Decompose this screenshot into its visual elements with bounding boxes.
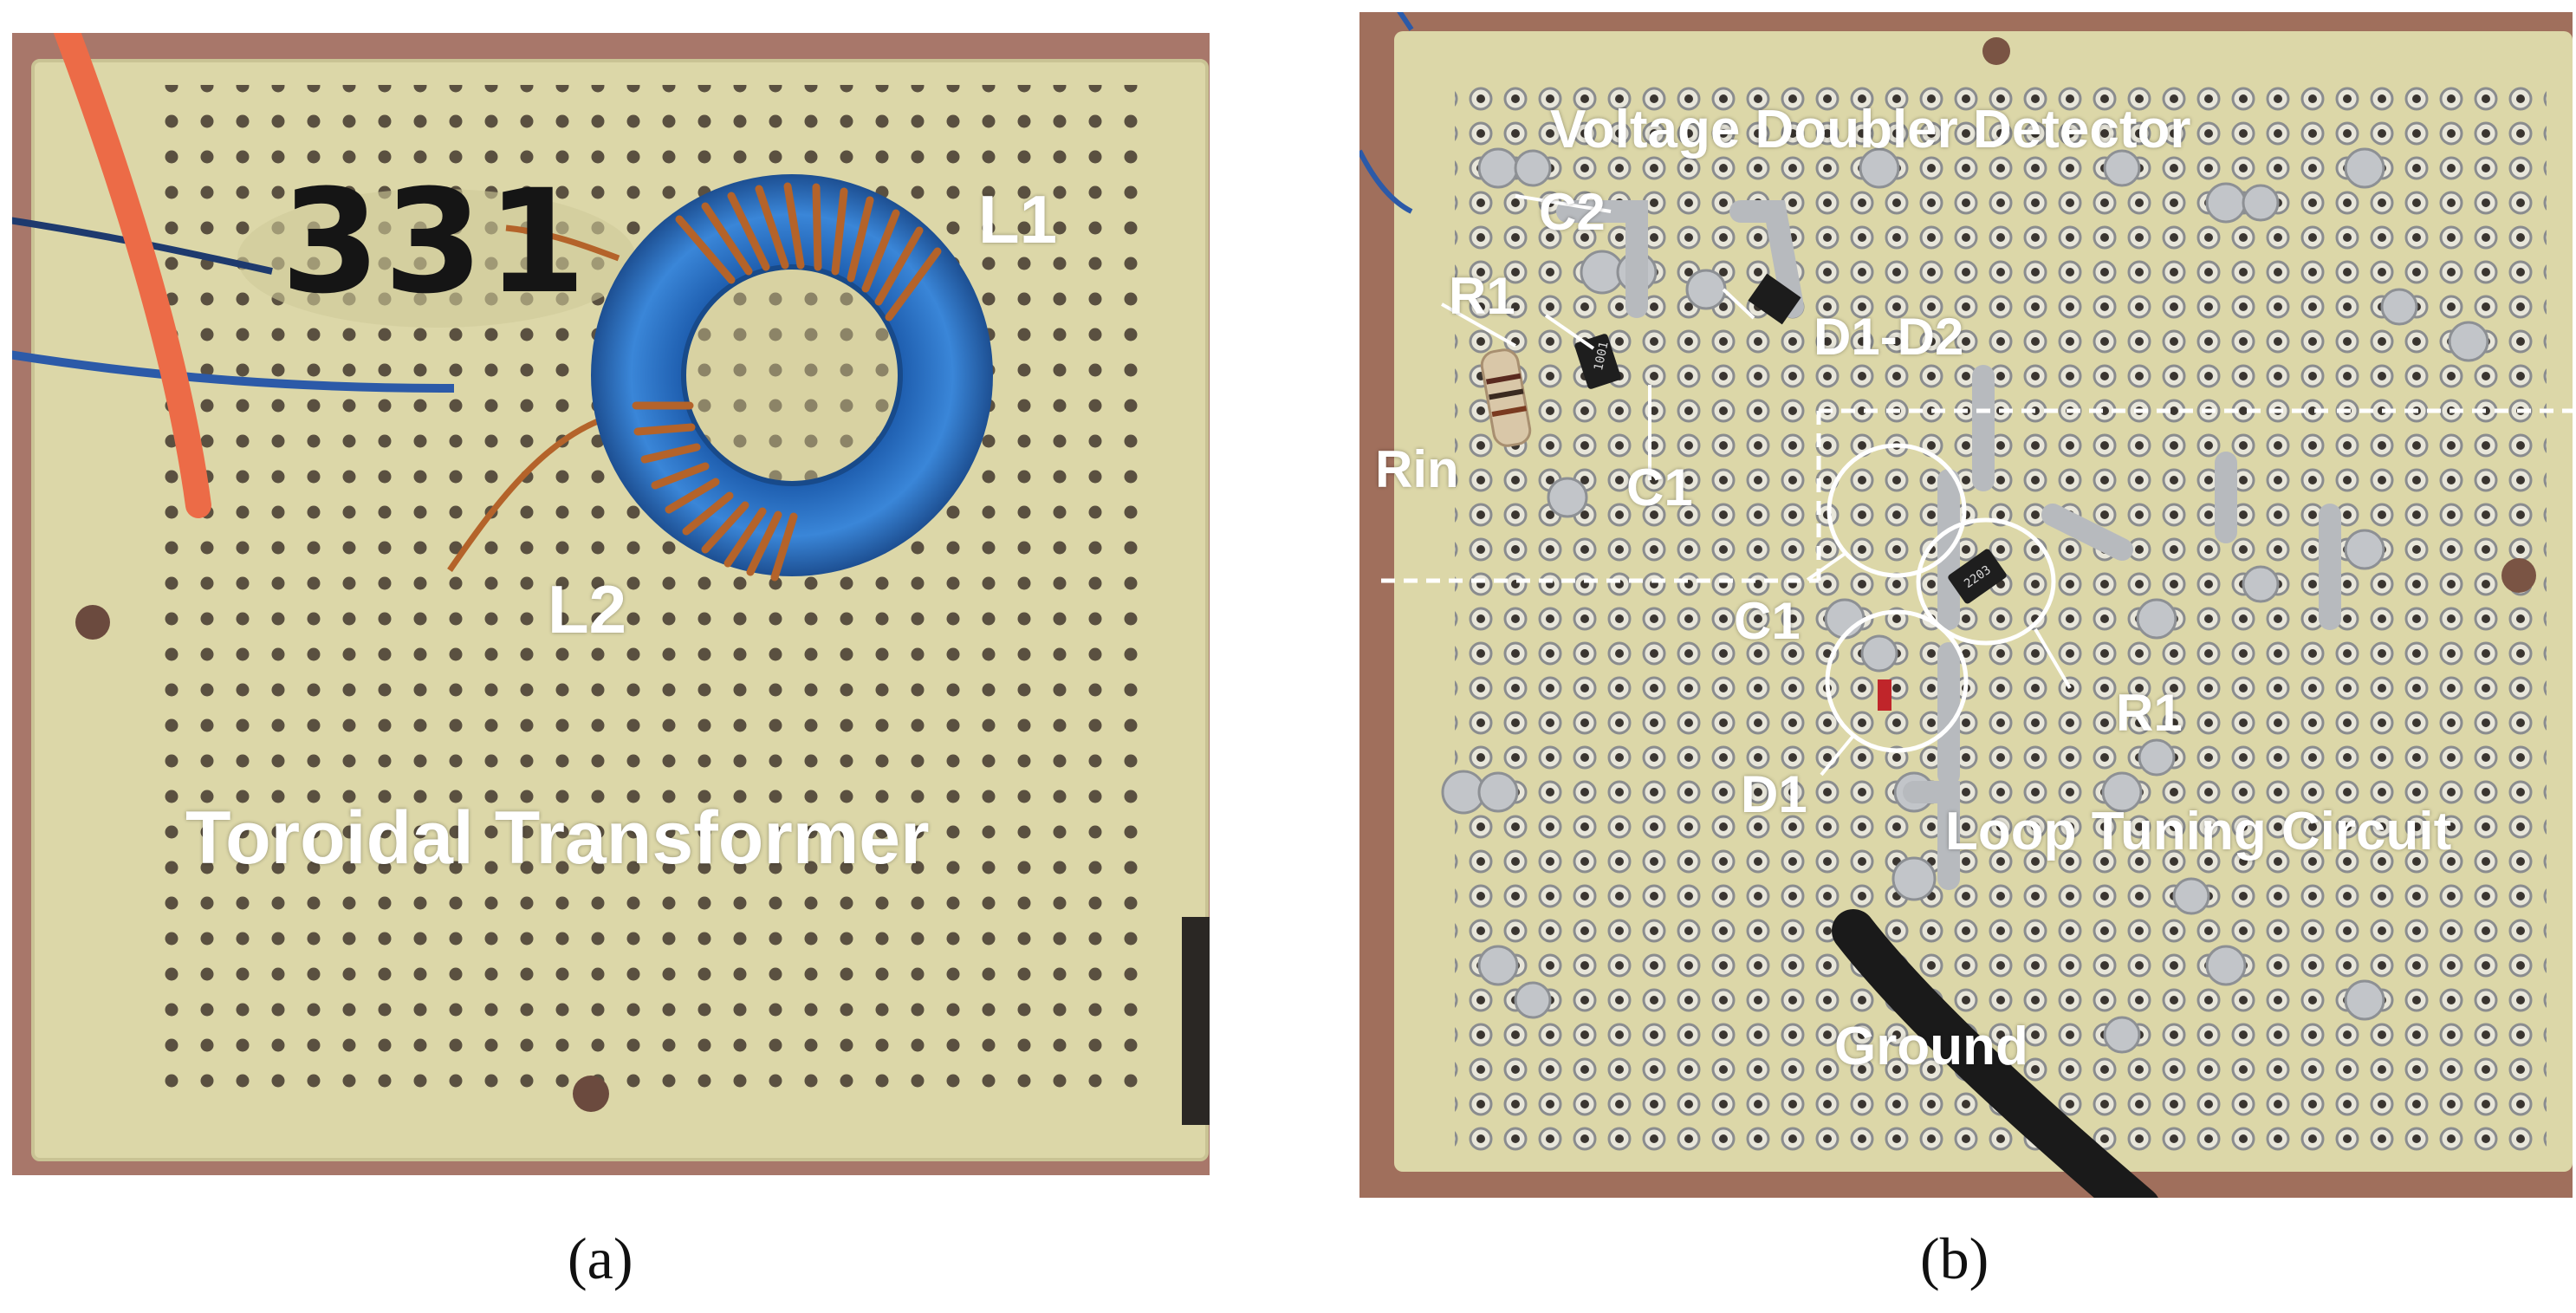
label-c1-detector: C1 <box>1626 458 1693 517</box>
highlight-circles <box>1825 443 2056 753</box>
mounting-hole <box>2501 558 2536 593</box>
mounting-hole <box>75 605 110 640</box>
photo-panel-b: 1001 2203 <box>1359 12 2573 1198</box>
smd-resistor-r1: 1001 <box>1574 334 1621 389</box>
label-toroidal-transformer: Toroidal Transformer <box>185 796 930 880</box>
label-d1-d2: D1-D2 <box>1814 308 1964 366</box>
leader-lines <box>1441 194 2072 777</box>
label-d1: D1 <box>1741 765 1807 823</box>
label-r1-detector: R1 <box>1449 267 1515 325</box>
dashed-separators <box>1381 408 2573 583</box>
label-r1-loop: R1 <box>2116 684 2183 742</box>
blue-wire <box>12 350 455 393</box>
label-voltage-doubler-detector: Voltage Doubler Detector <box>1550 100 2191 159</box>
mounting-hole <box>1982 37 2010 65</box>
caption-b: (b) <box>1920 1225 1989 1291</box>
copper-lead <box>447 411 620 572</box>
smd-resistor-loop: 2203 <box>1948 549 2007 604</box>
resistor-rin <box>1480 348 1532 447</box>
label-loop-tuning-circuit: Loop Tuning Circuit <box>1945 802 2452 861</box>
copper-lead <box>505 224 620 262</box>
label-c2: C2 <box>1539 183 1606 241</box>
circuit-board-photo: 1001 2203 <box>1359 12 2573 1198</box>
label-l2: L2 <box>548 571 627 647</box>
solder-traces <box>1556 200 2341 890</box>
caption-a: (a) <box>568 1225 633 1291</box>
label-c1-loop: C1 <box>1734 592 1801 650</box>
diode-d1 <box>1878 679 1891 711</box>
smd-r1-code: 1001 <box>1592 341 1612 372</box>
orange-wire <box>53 33 211 518</box>
label-rin: Rin <box>1375 440 1459 498</box>
diode-d1-d2 <box>1748 273 1801 325</box>
toroidal-transformer-photo <box>12 33 1210 1161</box>
mounting-hole <box>573 1076 609 1112</box>
ground-cable <box>1832 909 2158 1198</box>
marker-text-331: 331 <box>281 159 590 325</box>
label-ground: Ground <box>1834 1017 2028 1076</box>
photo-panel-a: 331 L1 L2 Toroidal Transformer <box>12 33 1210 1175</box>
copper-windings <box>632 182 942 582</box>
label-l1: L1 <box>978 181 1058 257</box>
